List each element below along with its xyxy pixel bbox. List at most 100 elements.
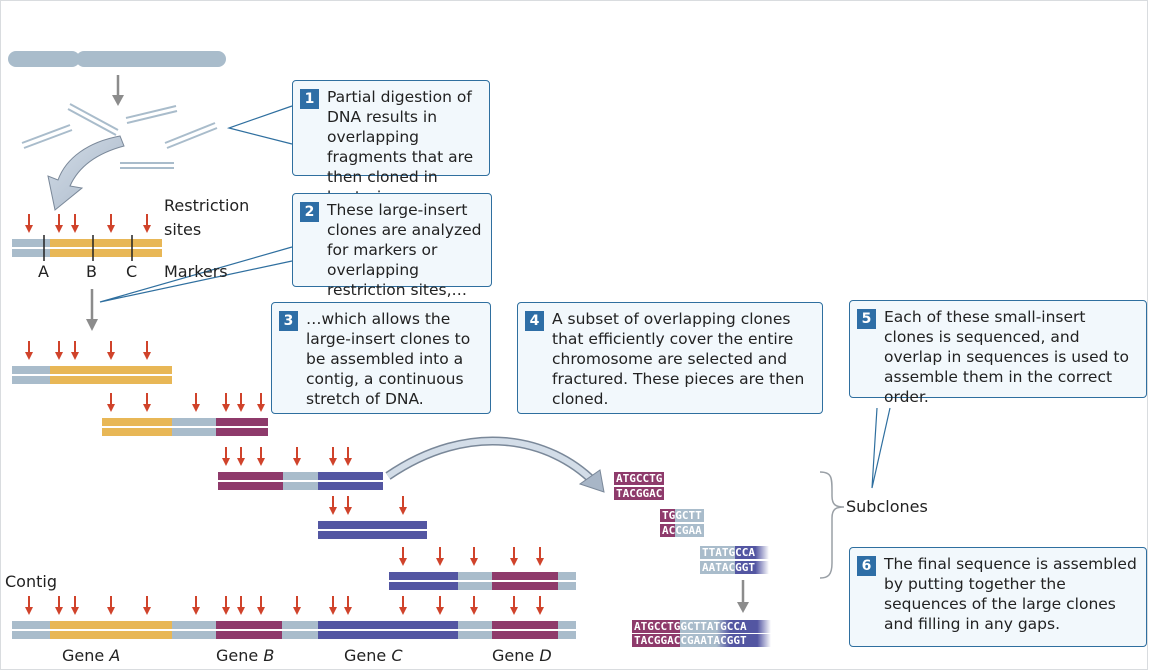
large-insert-clone: [12, 239, 162, 257]
restriction-site-arrow: [536, 547, 544, 566]
callout-pointers: [99, 105, 891, 489]
restriction-site-arrow: [222, 596, 230, 615]
restriction-site-arrow: [510, 547, 518, 566]
restriction-site-arrow: [71, 214, 79, 233]
dna-strand-top: [318, 621, 458, 629]
restriction-site-arrow: [257, 447, 265, 466]
step-5-callout: 5 Each of these small-insert clones is s…: [849, 300, 1147, 406]
gene-prefix: Gene: [216, 646, 264, 665]
restriction-site-arrow: [399, 496, 407, 515]
restriction-site-arrow: [293, 596, 301, 615]
contig-bar: [12, 621, 576, 639]
restriction-site-arrow: [143, 596, 151, 615]
large-insert-clone: [12, 366, 172, 384]
seq-segment: ATGCCTG: [632, 620, 681, 633]
gene-prefix: Gene: [492, 646, 540, 665]
dna-strand-bottom: [282, 631, 318, 639]
gray-down-arrow: [86, 289, 98, 331]
dna-strand-top: [216, 621, 282, 629]
dna-strand-bottom: [216, 631, 282, 639]
restriction-site-arrow: [107, 393, 115, 412]
step-text: A subset of overlapping clones that effi…: [552, 310, 805, 408]
dna-strand-bottom: [318, 631, 458, 639]
restriction-sites-label: Restriction sites: [164, 196, 250, 239]
restriction-site-arrow: [329, 447, 337, 466]
step-number: 1: [300, 89, 319, 109]
dna-strand-top: [558, 621, 576, 629]
step-number: 3: [279, 311, 298, 331]
large-insert-clone: [318, 521, 427, 539]
marker-a-label: A: [38, 262, 49, 281]
restriction-site-arrow: [222, 447, 230, 466]
dna-strand-bottom: [389, 582, 458, 590]
subclone-2: TGGCTT ACCGAA: [660, 509, 704, 537]
marker-c-label: C: [126, 262, 138, 281]
restriction-site-arrow: [143, 214, 151, 233]
dna-strand-top: [12, 239, 50, 247]
seq-segment: TG: [660, 509, 676, 522]
restriction-site-arrow: [536, 596, 544, 615]
curved-arrow: [47, 135, 125, 211]
seq-segment: GCTT: [675, 509, 704, 522]
step-number: 5: [857, 309, 876, 329]
restriction-site-arrow: [399, 596, 407, 615]
large-insert-clone: [102, 418, 268, 436]
dna-strand-bottom: [172, 631, 216, 639]
restriction-site-arrow: [25, 214, 33, 233]
gene-d-label: Gene D: [492, 646, 552, 666]
restriction-site-arrow: [55, 596, 63, 615]
dna-strand-bottom: [283, 482, 318, 490]
dna-strand-top: [12, 366, 50, 374]
dna-strand-top: [50, 621, 172, 629]
dna-strand-top: [218, 472, 283, 480]
restriction-site-arrow: [293, 447, 301, 466]
dna-strand-bottom: [50, 249, 162, 257]
seq-segment: GCTTATGCCA: [680, 620, 771, 633]
restriction-site-arrow: [25, 341, 33, 360]
dna-strand-bottom: [218, 482, 283, 490]
gene-letter: D: [539, 646, 552, 665]
step-number: 6: [857, 556, 876, 576]
dna-strand-bottom: [558, 631, 576, 639]
subclone-arrow: [386, 437, 597, 485]
dna-strand-top: [318, 521, 427, 529]
restriction-site-arrow: [344, 496, 352, 515]
step-text: …which allows the large-insert clones to…: [306, 310, 471, 408]
restriction-site-arrow: [399, 547, 407, 566]
dna-strand-top: [172, 418, 216, 426]
restriction-site-arrow: [143, 341, 151, 360]
restriction-site-arrow: [71, 596, 79, 615]
subclones-label: Subclones: [846, 497, 928, 516]
restriction-site-arrow: [107, 596, 115, 615]
step-text: These large-insert clones are analyzed f…: [327, 201, 482, 299]
subclone-arrow-head: [578, 469, 605, 493]
restriction-site-arrow: [71, 341, 79, 360]
restriction-site-arrow: [257, 596, 265, 615]
subclone-1: ATGCCTG TACGGAC: [614, 472, 665, 500]
dna-strand-bottom: [12, 631, 50, 639]
dna-strand-bottom: [50, 376, 172, 384]
restriction-site-arrow: [222, 393, 230, 412]
dna-strand-bottom: [12, 249, 50, 257]
final-sequence: ATGCCTGGCTTATGCCA TACGGACCGAATACGGT: [632, 620, 771, 647]
dna-strand-bottom: [558, 582, 576, 590]
seq-segment: CCA: [735, 546, 769, 559]
restriction-site-arrow: [192, 596, 200, 615]
gene-b-label: Gene B: [216, 646, 274, 666]
contig-label: Contig: [5, 572, 57, 591]
gene-letter: C: [391, 646, 403, 665]
restriction-site-arrow: [510, 596, 518, 615]
gene-a-label: Gene A: [62, 646, 120, 666]
restriction-site-arrow: [237, 393, 245, 412]
restriction-site-arrow: [143, 393, 151, 412]
gene-prefix: Gene: [344, 646, 392, 665]
step-4-callout: 4 A subset of overlapping clones that ef…: [517, 302, 823, 414]
gene-letter: A: [109, 646, 121, 665]
dna-strand-top: [458, 572, 492, 580]
subclones-brace: [819, 471, 845, 579]
dna-strand-top: [216, 418, 268, 426]
subclone-3: TTATGCCA AATACGGT: [700, 546, 769, 574]
large-insert-clone: [389, 572, 576, 590]
